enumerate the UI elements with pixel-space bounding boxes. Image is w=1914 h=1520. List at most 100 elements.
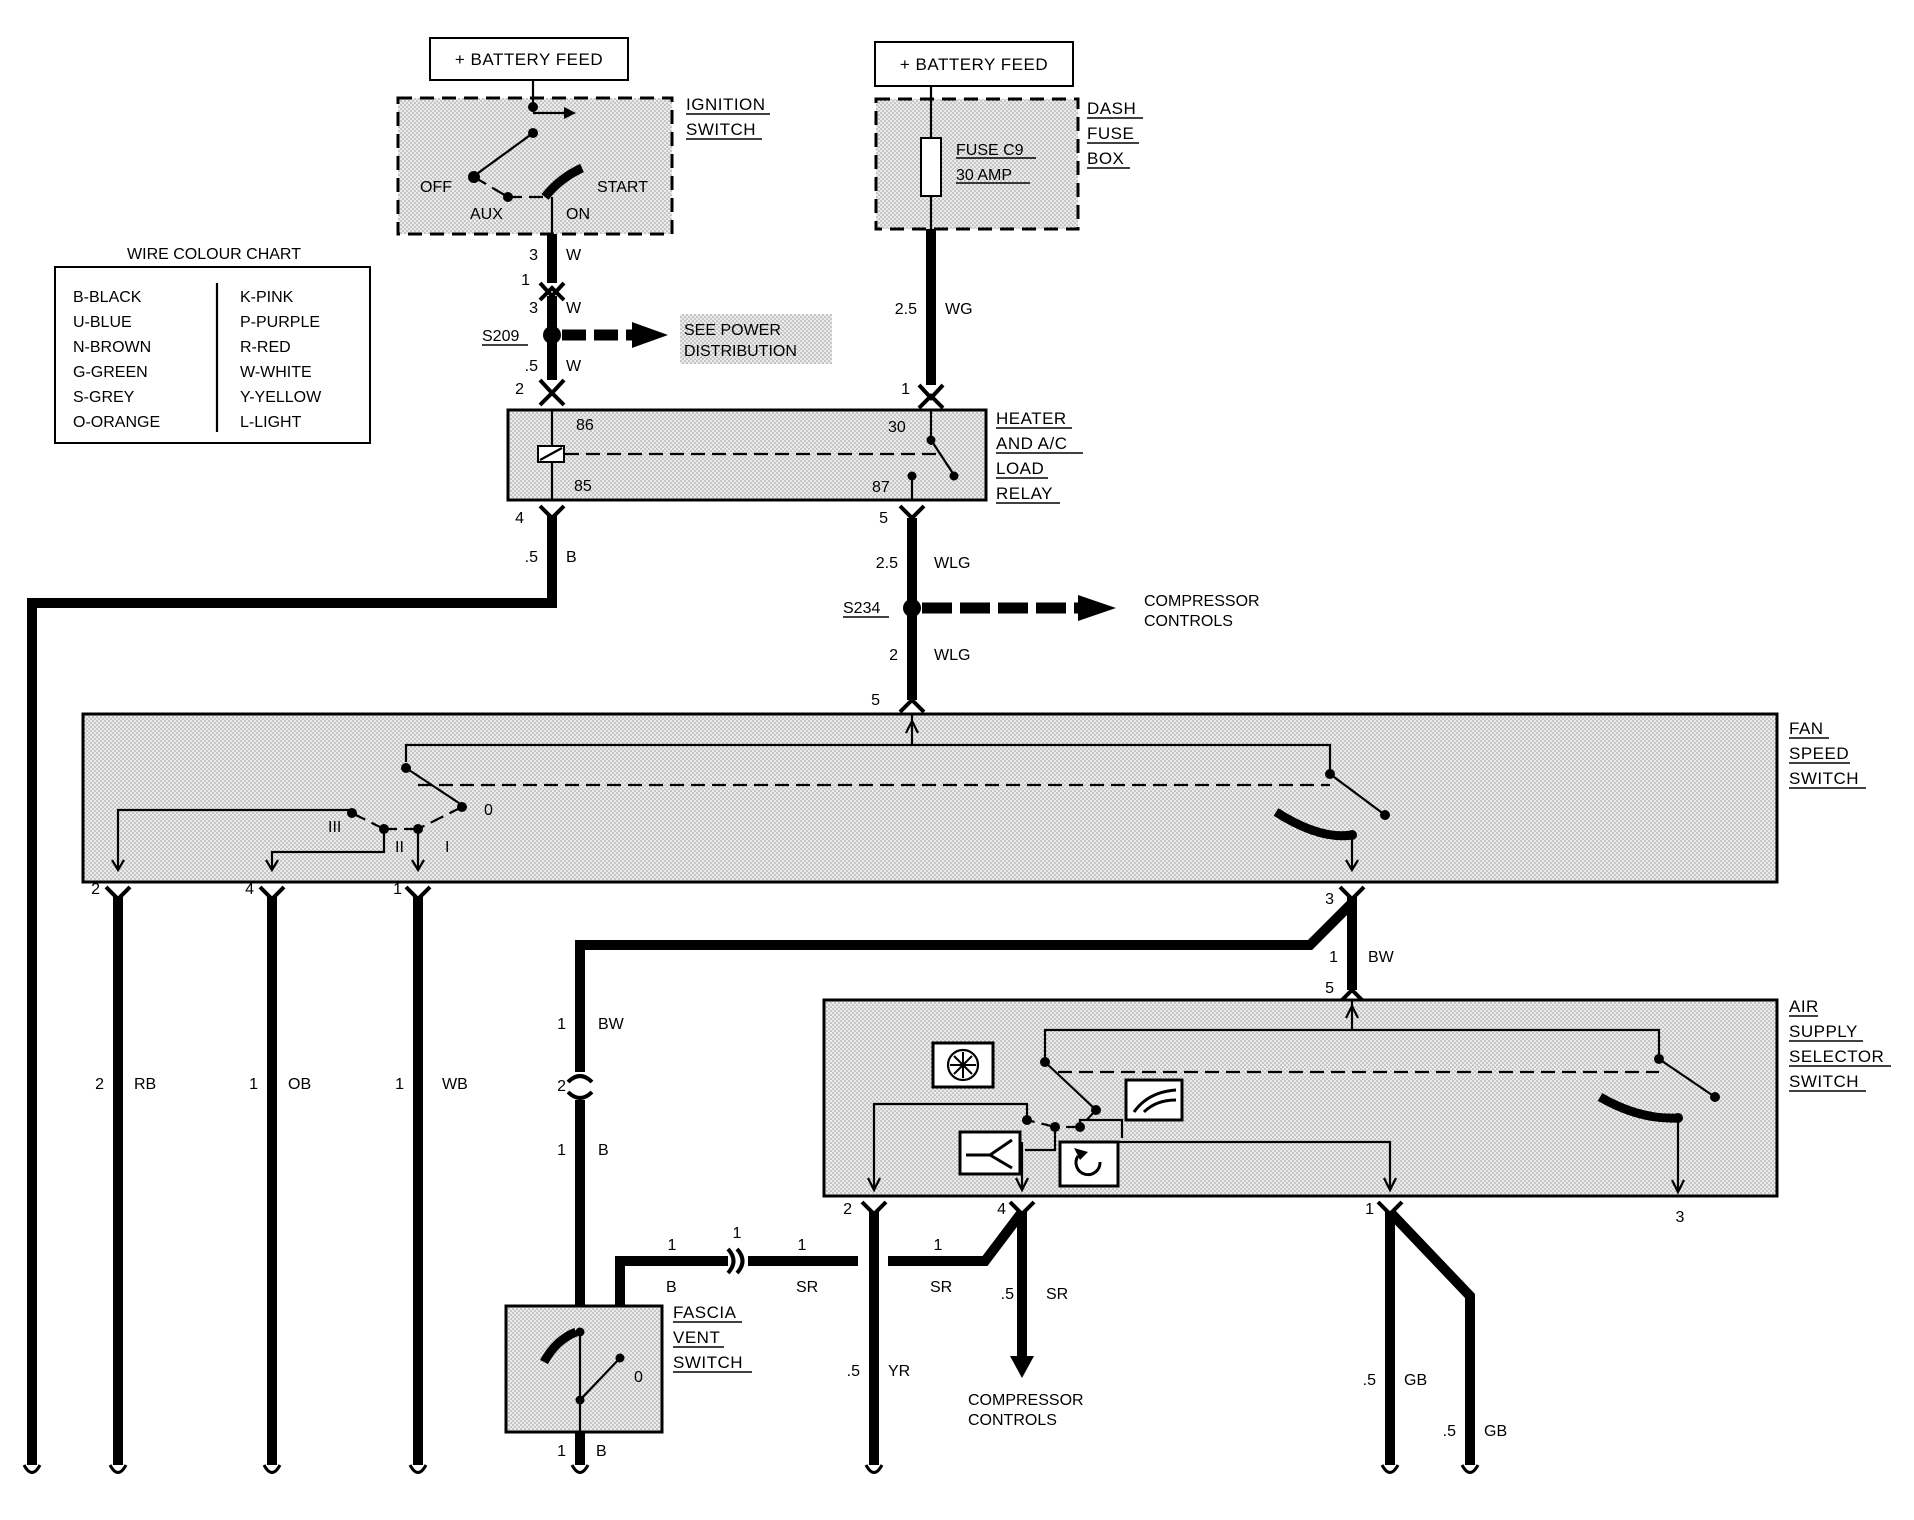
ignition-pos-on: ON bbox=[566, 206, 590, 223]
wire-colour-chart-right-column: K-PINK P-PURPLE R-RED W-WHITE Y-YELLOW L… bbox=[240, 289, 322, 431]
wire-gauge: 3 bbox=[529, 247, 538, 264]
fan-pos-ii: II bbox=[395, 839, 404, 856]
relay-title-l2: AND A/C bbox=[996, 434, 1068, 453]
fan-pos-i: I bbox=[445, 839, 449, 856]
splice-s234-label: S234 bbox=[843, 600, 880, 617]
ignition-switch-contacts bbox=[468, 80, 584, 234]
wire-gauge: .5 bbox=[1001, 1286, 1014, 1303]
see-power-distribution-l1: SEE POWER bbox=[684, 322, 781, 339]
wire-gauge: 2 bbox=[889, 647, 898, 664]
wire-colour: B bbox=[566, 549, 577, 566]
wire-colour: RB bbox=[134, 1076, 156, 1093]
fascia-switch-title-l3: SWITCH bbox=[673, 1353, 743, 1372]
relay-pin-86: 86 bbox=[576, 417, 594, 434]
pin-number: 1 bbox=[901, 381, 910, 398]
dash-fuse-title-l3: BOX bbox=[1087, 149, 1124, 168]
wire-gauge: 1 bbox=[798, 1237, 807, 1254]
pin-number: 1 bbox=[521, 272, 530, 289]
ignition-switch-box bbox=[396, 96, 674, 236]
ignition-switch-title-l1: IGNITION bbox=[686, 95, 766, 114]
pin-number: 2 bbox=[515, 381, 524, 398]
colour-entry: W-WHITE bbox=[240, 364, 312, 381]
wire-gauge: 2.5 bbox=[895, 301, 917, 318]
wire-colour: W bbox=[566, 247, 582, 264]
splice-s209-label: S209 bbox=[482, 328, 519, 345]
see-power-distribution-l2: DISTRIBUTION bbox=[684, 343, 797, 360]
colour-entry: K-PINK bbox=[240, 289, 294, 306]
fan-output-wires bbox=[104, 885, 432, 1474]
wire-gauge: 3 bbox=[529, 300, 538, 317]
pin-number: 5 bbox=[871, 692, 880, 709]
wire-colour: B bbox=[596, 1443, 607, 1460]
pin-number: 2 bbox=[91, 881, 100, 898]
relay-pin-87: 87 bbox=[872, 479, 890, 496]
fan-pos-iii: III bbox=[328, 819, 341, 836]
compressor-controls-l2: CONTROLS bbox=[1144, 613, 1233, 630]
wire-colour-chart-left-column: B-BLACK U-BLUE N-BROWN G-GREEN S-GREY O-… bbox=[73, 289, 160, 431]
colour-entry: S-GREY bbox=[73, 389, 135, 406]
wire-colour: WLG bbox=[934, 555, 970, 572]
wire-colour: BW bbox=[1368, 949, 1395, 966]
wire-colour: SR bbox=[1046, 1286, 1068, 1303]
wire-relay-to-fan-switch bbox=[898, 504, 1116, 714]
wire-gauge: 1 bbox=[1329, 949, 1338, 966]
fascia-switch-internals bbox=[540, 1327, 625, 1432]
air-switch-title-l2: SUPPLY bbox=[1789, 1022, 1858, 1041]
relay-internals bbox=[537, 410, 959, 500]
colour-entry: R-RED bbox=[240, 339, 291, 356]
colour-entry: U-BLUE bbox=[73, 314, 132, 331]
wire-gauge: 2 bbox=[95, 1076, 104, 1093]
fan-switch-title-l2: SPEED bbox=[1789, 744, 1849, 763]
ignition-pos-aux: AUX bbox=[470, 206, 503, 223]
wire-gauge: 1 bbox=[668, 1237, 677, 1254]
wire-gauge: 2.5 bbox=[876, 555, 898, 572]
fan-pos-0: 0 bbox=[484, 802, 493, 819]
colour-entry: Y-YELLOW bbox=[240, 389, 322, 406]
ignition-pos-off: OFF bbox=[420, 179, 452, 196]
colour-entry: N-BROWN bbox=[73, 339, 151, 356]
relay-title-l4: RELAY bbox=[996, 484, 1053, 503]
dash-fuse-title-l1: DASH bbox=[1087, 99, 1136, 118]
colour-entry: O-ORANGE bbox=[73, 414, 160, 431]
recirculation-icon bbox=[1058, 1140, 1120, 1188]
battery-feed-right-box bbox=[874, 41, 1074, 87]
wire-relay-ground bbox=[22, 504, 566, 1474]
dash-fuse-title-l2: FUSE bbox=[1087, 124, 1134, 143]
wire-colour: WLG bbox=[934, 647, 970, 664]
ignition-pos-start: START bbox=[597, 179, 648, 196]
fascia-pos-0: 0 bbox=[634, 1369, 643, 1386]
pin-number: 1 bbox=[1365, 1201, 1374, 1218]
dash-fuse-box bbox=[874, 97, 1080, 231]
compressor-controls-bottom-l2: CONTROLS bbox=[968, 1412, 1057, 1429]
battery-feed-left-label: + BATTERY FEED bbox=[455, 50, 603, 69]
air-switch-title-l1: AIR bbox=[1789, 997, 1819, 1016]
relay-title-l1: HEATER bbox=[996, 409, 1067, 428]
wire-colour: B bbox=[598, 1142, 609, 1159]
wire-colour: W bbox=[566, 300, 582, 317]
wire-gauge: 1 bbox=[557, 1142, 566, 1159]
wire-gauge: 1 bbox=[557, 1443, 566, 1460]
fan-switch-title-l3: SWITCH bbox=[1789, 769, 1859, 788]
pin-number: 5 bbox=[1325, 980, 1334, 997]
wire-gauge: 1 bbox=[249, 1076, 258, 1093]
wire-colour: GB bbox=[1404, 1372, 1427, 1389]
battery-feed-right-label: + BATTERY FEED bbox=[900, 55, 1048, 74]
wire-colour: GB bbox=[1484, 1423, 1507, 1440]
wire-gauge: 1 bbox=[557, 1016, 566, 1033]
fan-mode-icon bbox=[931, 1041, 995, 1089]
colour-entry: L-LIGHT bbox=[240, 414, 302, 431]
wire-gauge: .5 bbox=[1443, 1423, 1456, 1440]
fuse-label-l1: FUSE C9 bbox=[956, 142, 1024, 159]
wire-colour: WG bbox=[945, 301, 973, 318]
fascia-vent-switch-box bbox=[504, 1304, 664, 1434]
compressor-controls-l1: COMPRESSOR bbox=[1144, 593, 1260, 610]
battery-feed-left-box bbox=[429, 37, 629, 81]
pin-number: 1 bbox=[393, 881, 402, 898]
windscreen-demist-icon bbox=[1124, 1078, 1184, 1122]
wire-gauge: 1 bbox=[934, 1237, 943, 1254]
fan-switch-title-l1: FAN bbox=[1789, 719, 1824, 738]
wire-colour-chart-title: WIRE COLOUR CHART bbox=[127, 246, 301, 263]
relay-pin-30: 30 bbox=[888, 419, 906, 436]
fan-speed-switch-internals bbox=[111, 715, 1390, 873]
pin-number: 4 bbox=[515, 510, 524, 527]
